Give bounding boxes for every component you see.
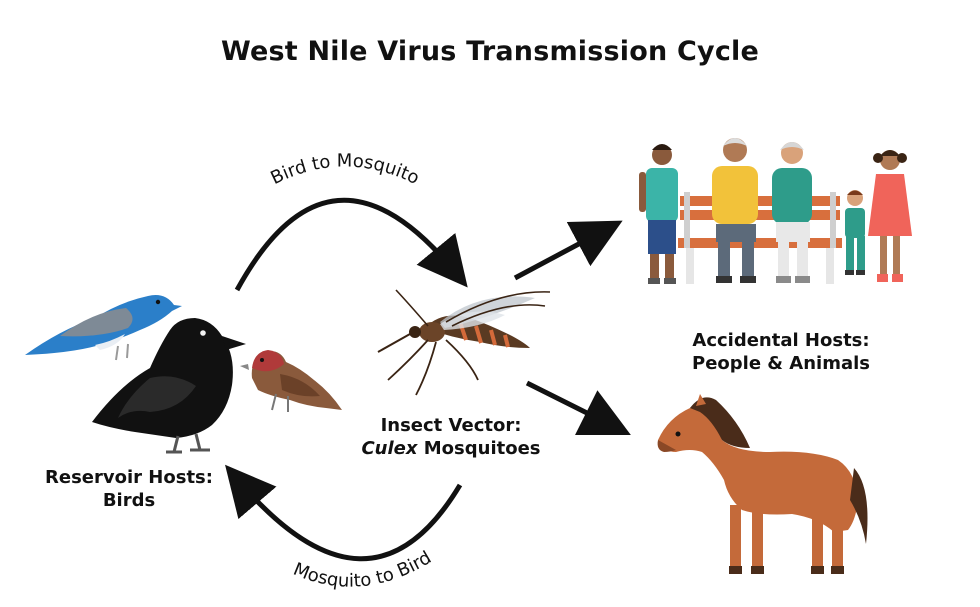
arrow-label-mosquito-to-bird: Mosquito to Bird xyxy=(290,547,435,592)
label-reservoir-hosts: Reservoir Hosts: Birds xyxy=(18,466,240,512)
finch-icon xyxy=(240,350,342,412)
label-insect-vector: Insect Vector: Culex Mosquitoes xyxy=(338,414,564,460)
arrow-to-people xyxy=(513,220,623,281)
mosquito-icon xyxy=(377,289,551,396)
label-accidental-line1: Accidental Hosts: xyxy=(692,330,870,351)
label-vector-genus: Culex xyxy=(361,438,418,459)
family-on-bench-icon xyxy=(639,138,912,284)
bluebird-icon xyxy=(25,295,182,361)
arrow-mosquito-to-bird xyxy=(225,464,463,562)
crow-icon xyxy=(92,318,246,454)
arrow-to-horse xyxy=(525,380,631,435)
label-vector-line1: Insect Vector: xyxy=(380,415,522,436)
label-vector-line2: Culex Mosquitoes xyxy=(338,437,564,460)
arrow-label-bird-to-mosquito: Bird to Mosquito xyxy=(267,150,422,189)
label-accidental-line2: People & Animals xyxy=(692,353,870,374)
label-reservoir-line2: Birds xyxy=(102,490,156,511)
label-accidental-hosts: Accidental Hosts: People & Animals xyxy=(668,329,894,375)
label-vector-rest: Mosquitoes xyxy=(417,438,541,459)
horse-icon xyxy=(657,394,868,574)
diagram-title: West Nile Virus Transmission Cycle xyxy=(220,36,760,67)
label-reservoir-line1: Reservoir Hosts: xyxy=(45,467,213,488)
arrow-bird-to-mosquito xyxy=(234,197,468,292)
